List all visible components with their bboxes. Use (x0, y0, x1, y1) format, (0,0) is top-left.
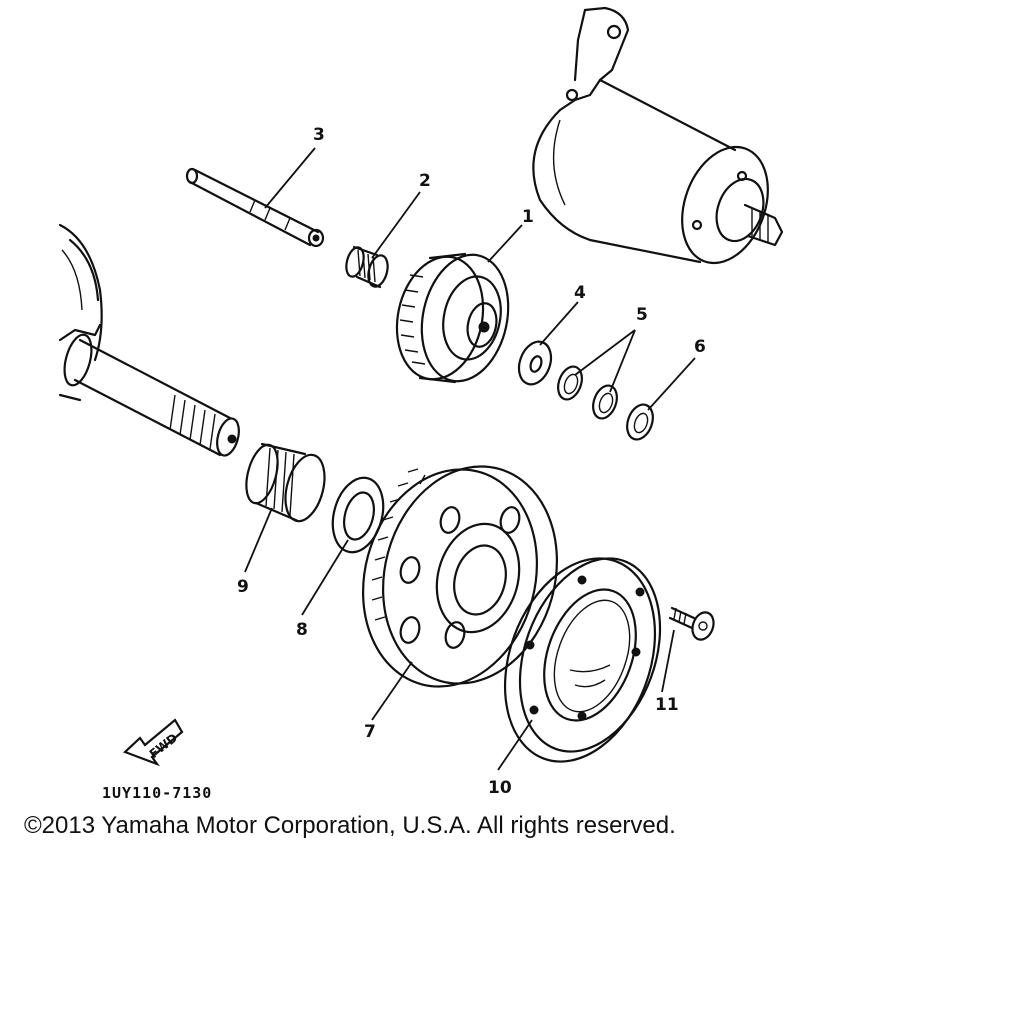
fwd-arrow-icon: FWD (122, 718, 184, 767)
part-3-shaft (185, 167, 325, 248)
leader-lines (244, 147, 696, 771)
part-10-starter-clutch (503, 557, 662, 763)
part-9-bearing (245, 442, 326, 523)
part-8-washer (331, 476, 385, 554)
callout-6: 6 (694, 337, 706, 357)
part-6-washer (626, 403, 654, 441)
part-1-gear (395, 252, 510, 384)
callout-3: 3 (313, 125, 325, 145)
diagram-code: 1UY110-7130 (102, 784, 212, 802)
starter-motor (532, 6, 784, 265)
copyright-notice: ©2013 Yamaha Motor Corporation, U.S.A. A… (24, 812, 676, 839)
crankshaft (58, 223, 240, 457)
callout-2: 2 (419, 171, 431, 191)
callout-9: 9 (237, 577, 249, 597)
part-2-bearing (345, 245, 389, 289)
callout-11: 11 (655, 695, 679, 715)
callout-7: 7 (364, 722, 376, 742)
part-11-bolt (668, 606, 715, 641)
part-7-ring-gear (362, 465, 558, 688)
part-4-washer (517, 340, 553, 386)
callout-4: 4 (574, 283, 586, 303)
callout-5: 5 (636, 305, 648, 325)
callout-10: 10 (488, 778, 512, 798)
part-5-circlips (557, 365, 618, 420)
callout-1: 1 (522, 207, 534, 227)
callout-8: 8 (296, 620, 308, 640)
